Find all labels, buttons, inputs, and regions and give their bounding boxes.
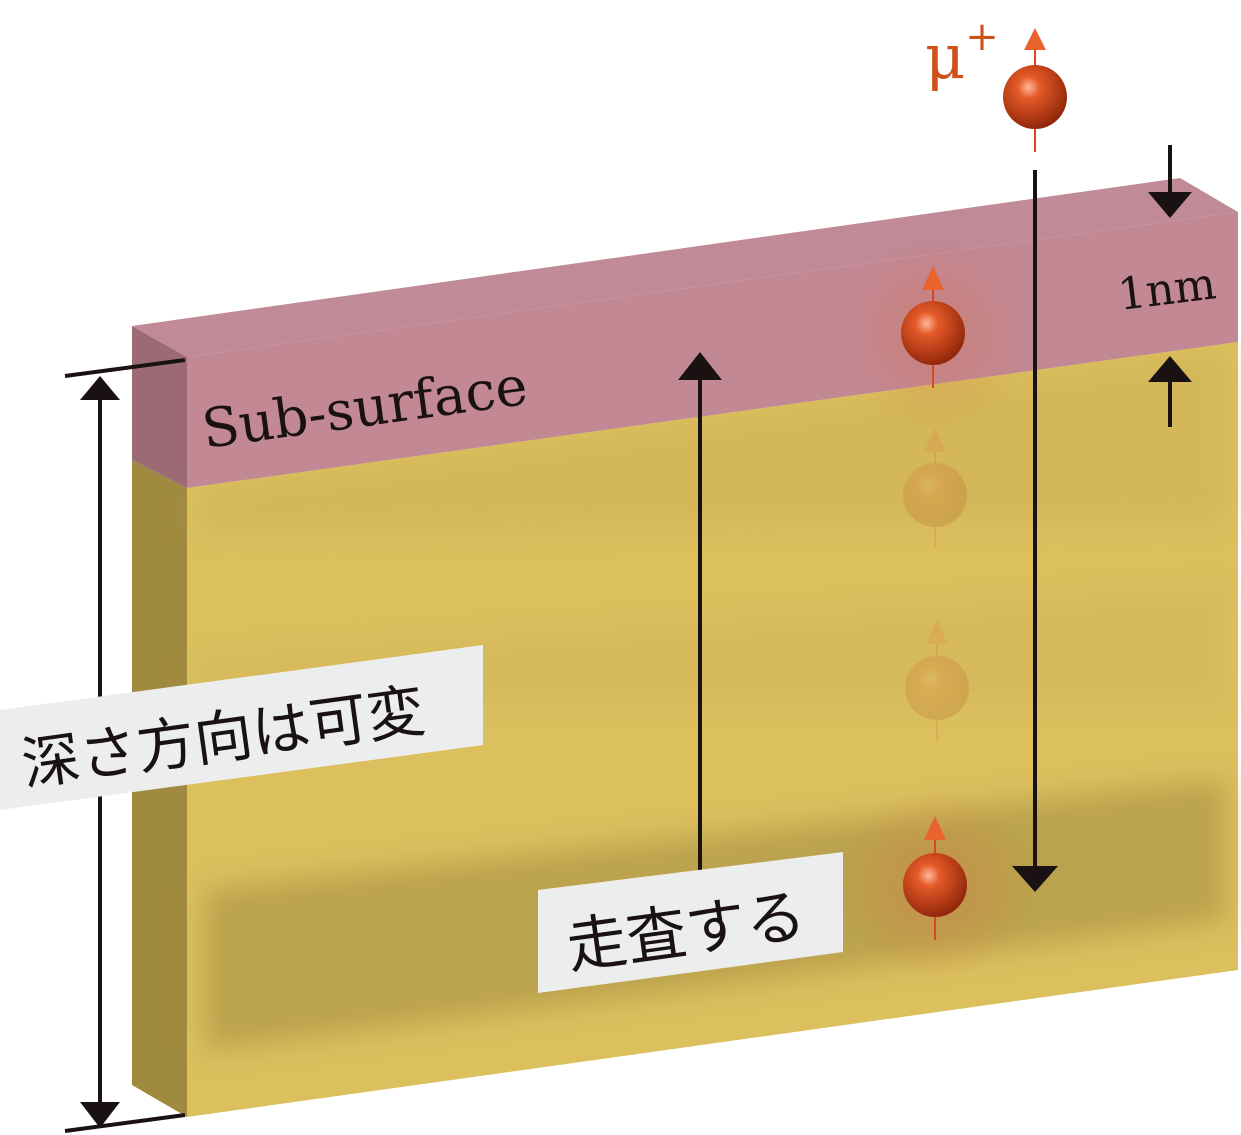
muon-faded-1: [903, 428, 967, 548]
thickness-label: 1nm: [1115, 258, 1219, 321]
muon-deep: [903, 816, 967, 940]
implant-down-arrow: [1012, 170, 1058, 892]
scan-label-box: 走査する: [538, 852, 843, 993]
slab-top-face: [132, 178, 1238, 357]
muon-incoming: [1003, 28, 1067, 152]
muon-subsurface: [901, 266, 965, 388]
muon-symbol: μ+: [925, 14, 999, 93]
muon-faded-2: [905, 620, 969, 742]
thickness-arrows: [1148, 145, 1192, 427]
scan-up-arrow: [678, 352, 722, 870]
